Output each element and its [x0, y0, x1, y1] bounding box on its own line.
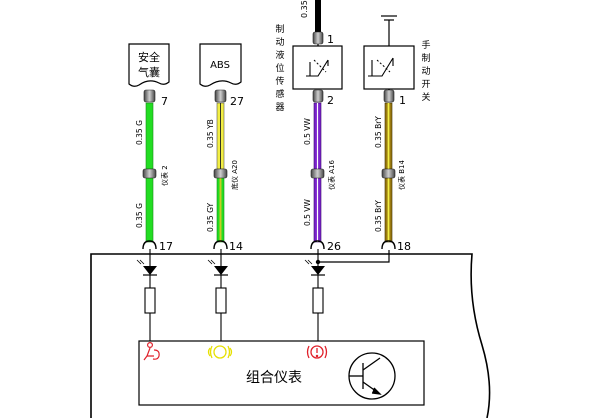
spec-brake-lower: 0.5 VW: [303, 199, 312, 226]
spec-airbag-lower: 0.35 G: [135, 203, 144, 228]
wire-airbag-upper: [145, 102, 154, 170]
brake-warning-icon: [306, 345, 328, 359]
wire-airbag-lower: [145, 177, 154, 243]
pin-brake-bottom: 2: [327, 94, 334, 107]
cluster-box: [138, 340, 425, 406]
pin-abs-bottom: 14: [229, 240, 243, 253]
abs-warning-icon: [207, 345, 233, 359]
svg-text:液: 液: [275, 49, 284, 61]
pin-hand-top: 1: [399, 94, 406, 107]
handbrake-switch: [363, 45, 415, 90]
spec-abs-lower: 0.35 GY: [206, 202, 215, 232]
spec-airbag-upper: 0.35 G: [135, 120, 144, 145]
cluster-title: 组合仪表: [246, 370, 302, 386]
svg-text:位: 位: [275, 62, 284, 74]
top-wire-label: 0.35 B: [300, 0, 309, 18]
spec-hand-lower: 0.35 BrY: [374, 200, 383, 232]
airbag-warning-icon: [143, 342, 160, 361]
pin-brake-cluster: 26: [327, 240, 341, 253]
airbag-module-line1: 安全: [138, 50, 160, 64]
transistor-icon: [348, 352, 396, 400]
abs-module-label: ABS: [210, 60, 230, 71]
connector-hand: 仪表 B14: [397, 160, 406, 190]
svg-text:开: 开: [421, 79, 430, 90]
airbag-module-line2: 气囊: [138, 65, 160, 79]
terminal-plugs: [143, 31, 395, 103]
ground-symbol: [381, 15, 397, 46]
pin-abs-top: 27: [230, 95, 244, 108]
abs-module: ABS: [199, 43, 242, 87]
bus-line: [318, 250, 390, 263]
pin-airbag-bottom: 17: [159, 240, 173, 253]
handbrake-switch-label: 手 制 动 开 关: [421, 39, 430, 103]
cluster-sockets: [142, 240, 396, 250]
brake-fluid-sensor-label: 制 动 液 位 传 感 器: [275, 23, 284, 113]
brake-fluid-sensor: [292, 45, 343, 90]
pin-airbag-top: 7: [161, 95, 168, 108]
cluster-outline: [90, 253, 491, 418]
svg-text:关: 关: [421, 91, 430, 103]
svg-text:制: 制: [421, 52, 430, 64]
svg-text:手: 手: [421, 39, 430, 51]
svg-text:器: 器: [275, 102, 284, 113]
spec-abs-upper: 0.35 YB: [206, 119, 215, 148]
svg-text:制: 制: [275, 23, 284, 35]
svg-text:传: 传: [275, 75, 284, 87]
connector-abs: 底仪 A20: [230, 160, 239, 190]
svg-text:感: 感: [275, 88, 284, 100]
pin-hand-cluster: 18: [397, 240, 411, 253]
spec-hand-upper: 0.35 BrY: [374, 116, 383, 148]
svg-text:动: 动: [275, 37, 284, 48]
pin-brake-top: 1: [327, 33, 334, 46]
mid-connectors: [142, 168, 396, 179]
spec-brake-upper: 0.5 VW: [303, 118, 312, 145]
cluster-circuits: [144, 249, 324, 341]
airbag-module: 安全 气囊: [128, 43, 170, 87]
connector-brake: 仪表 A16: [327, 160, 336, 190]
connector-airbag: 仪表 2: [160, 165, 169, 186]
led-diodes: [136, 259, 325, 276]
svg-text:动: 动: [421, 66, 430, 77]
